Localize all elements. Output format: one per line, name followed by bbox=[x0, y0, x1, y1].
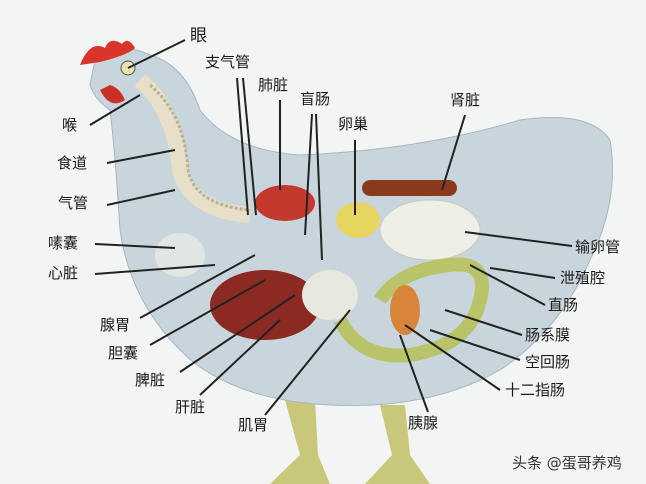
legs bbox=[270, 400, 430, 484]
label-pancreas: 胰腺 bbox=[408, 414, 439, 432]
liver-organ bbox=[210, 270, 320, 340]
label-gallbladder: 胆囊 bbox=[108, 344, 139, 362]
label-spleen: 脾脏 bbox=[135, 371, 166, 389]
wattle bbox=[100, 85, 125, 104]
label-heart: 心脏 bbox=[48, 264, 79, 282]
label-proventriculus: 腺胃 bbox=[100, 316, 131, 334]
oviduct-organ bbox=[379, 199, 481, 261]
label-larynx: 喉 bbox=[62, 116, 78, 134]
watermark: 头条 @蛋哥养鸡 bbox=[512, 454, 622, 472]
trachea-organ bbox=[134, 73, 251, 223]
label-cloaca: 泄殖腔 bbox=[560, 269, 606, 287]
label-oviduct: 输卵管 bbox=[575, 238, 621, 256]
label-mesentery: 肠系膜 bbox=[525, 326, 571, 344]
crop-organ bbox=[155, 233, 205, 277]
leader-lines bbox=[89, 39, 573, 416]
label-cecum: 盲肠 bbox=[300, 90, 331, 108]
intestine-organ bbox=[333, 257, 489, 363]
kidney-organ bbox=[362, 180, 457, 196]
gizzard-organ bbox=[302, 270, 358, 320]
label-eye: 眼 bbox=[190, 26, 207, 46]
lung-organ bbox=[255, 185, 315, 221]
label-bronchus: 支气管 bbox=[205, 53, 251, 71]
label-trachea: 气管 bbox=[58, 194, 89, 212]
label-jejunum-ileum: 空回肠 bbox=[525, 353, 571, 371]
ovary-organ bbox=[336, 202, 380, 238]
label-esophagus: 食道 bbox=[57, 154, 88, 172]
label-liver: 肝脏 bbox=[175, 398, 206, 416]
label-rectum: 直肠 bbox=[548, 296, 579, 314]
comb bbox=[80, 40, 135, 65]
label-gizzard: 肌胃 bbox=[238, 416, 269, 434]
duodenum-organ bbox=[390, 285, 420, 335]
label-lung: 肺脏 bbox=[258, 76, 289, 94]
label-kidney: 肾脏 bbox=[450, 91, 481, 109]
label-crop: 嗉囊 bbox=[48, 234, 79, 252]
label-ovary: 卵巢 bbox=[338, 115, 369, 133]
label-duodenum: 十二指肠 bbox=[505, 381, 566, 399]
